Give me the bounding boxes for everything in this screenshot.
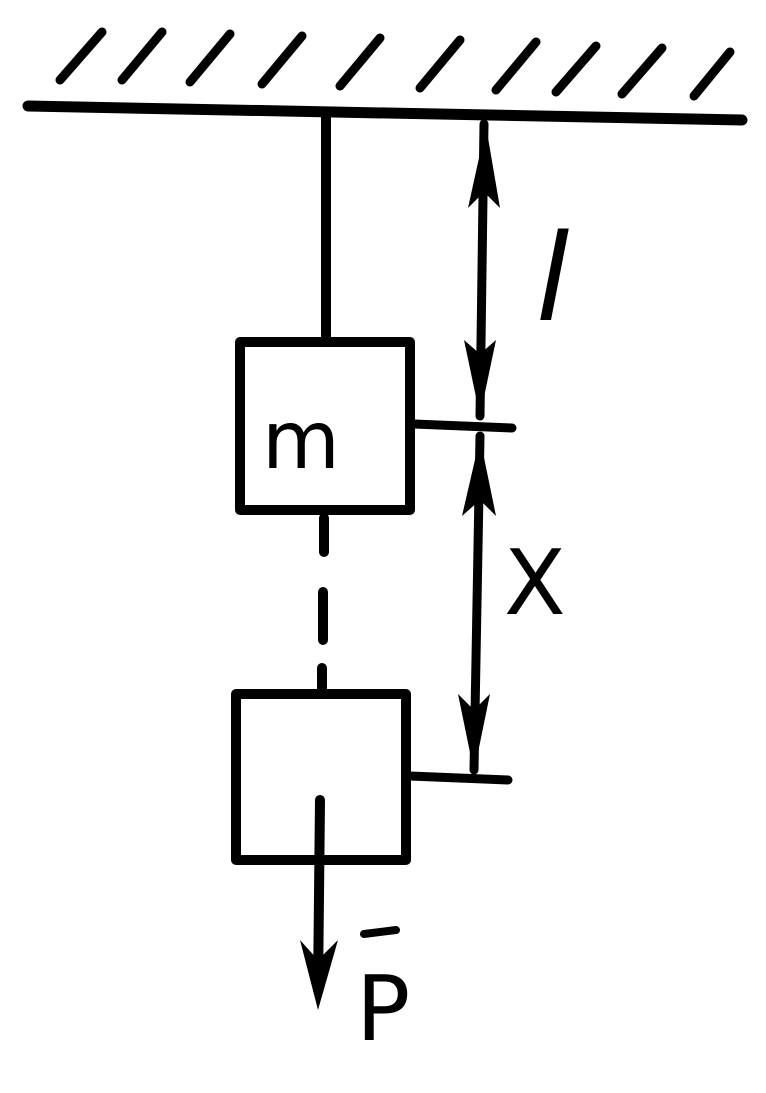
hatch-mark: [117, 27, 167, 85]
hatch-mark: [415, 35, 465, 93]
hatch-mark: [491, 37, 541, 95]
ceiling-hatching: [55, 27, 735, 101]
mass-label: m: [262, 394, 340, 487]
tick-displaced: [405, 771, 513, 785]
dashed-centerline: [317, 513, 329, 695]
ceiling-line: [22, 100, 748, 126]
displacement-label: X: [504, 531, 566, 636]
dimension-x-arrow-top: [462, 438, 496, 516]
force-arrow-head: [300, 940, 338, 1010]
ceiling-support: [22, 27, 748, 126]
length-label: l: [536, 210, 569, 349]
force-label: P: [356, 957, 410, 1062]
dimension-x-arrow-bottom: [458, 694, 490, 772]
force-arrow-shaft: [313, 795, 325, 995]
hatch-mark: [257, 31, 307, 89]
hatch-mark: [335, 33, 385, 91]
hatch-mark: [185, 29, 235, 87]
hatch-mark: [55, 27, 107, 85]
dimension-l-arrow-top: [468, 126, 500, 208]
hatch-mark: [617, 43, 667, 99]
hatch-mark: [551, 41, 601, 97]
force-vector-bar: [360, 926, 400, 938]
hatch-mark: [689, 47, 735, 101]
tick-equilibrium: [409, 419, 517, 433]
dimension-l-arrow-bottom: [464, 340, 496, 416]
